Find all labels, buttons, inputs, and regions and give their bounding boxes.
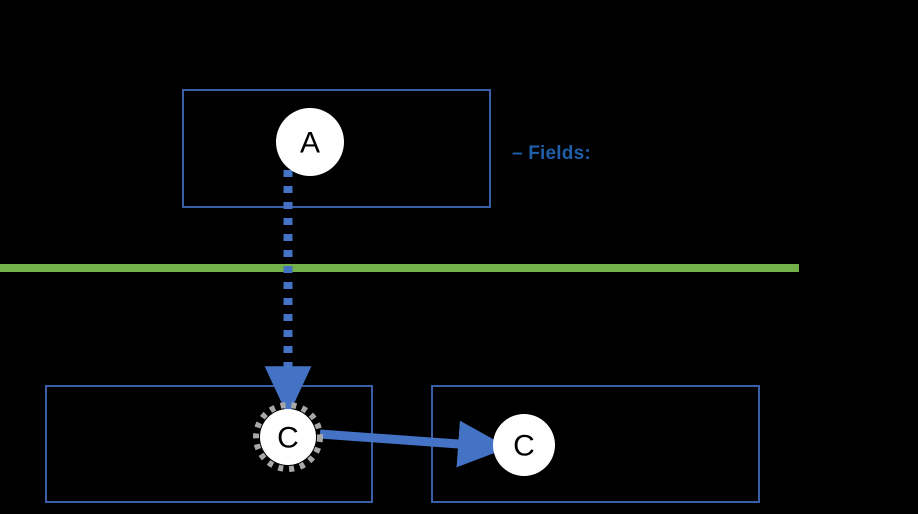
- node-c-right[interactable]: C: [493, 414, 555, 476]
- fields-annotation-label: – Fields:: [512, 143, 591, 164]
- node-a[interactable]: A: [276, 108, 344, 176]
- node-c-left[interactable]: C: [253, 402, 323, 472]
- node-c-left-selection-ring: [253, 402, 323, 472]
- edge-c-left-to-c-right[interactable]: [319, 420, 509, 468]
- top-container[interactable]: [182, 89, 491, 208]
- bottom-left-container[interactable]: [45, 385, 373, 503]
- node-a-circle[interactable]: [276, 108, 344, 176]
- green-band: [0, 264, 799, 272]
- node-a-label: A: [300, 127, 320, 160]
- node-c-left-label: C: [277, 422, 299, 455]
- node-c-right-circle[interactable]: [493, 414, 555, 476]
- node-c-right-label: C: [513, 430, 535, 463]
- node-c-left-circle[interactable]: [260, 409, 316, 465]
